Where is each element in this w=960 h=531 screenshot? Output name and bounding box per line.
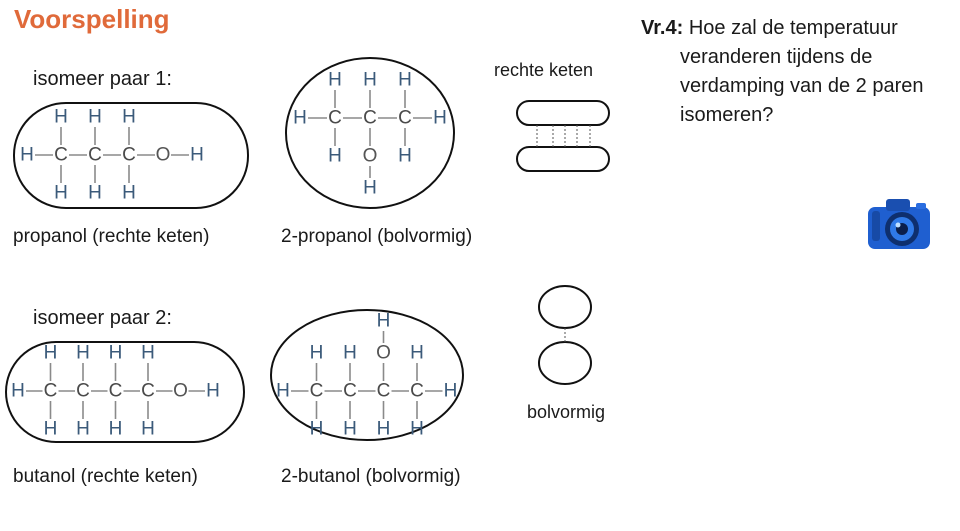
question-line-1: Hoe zal de temperatuur <box>683 17 898 39</box>
2-propanol-outline <box>285 57 455 209</box>
hydrogen-atom: H <box>293 108 307 129</box>
straight-model-top <box>516 100 610 126</box>
butanol-caption: butanol (rechte keten) <box>13 466 198 487</box>
carbon-atom: C <box>54 145 68 166</box>
hydrogen-atom: H <box>343 419 357 440</box>
hydrogen-atom: H <box>377 419 391 440</box>
pair1-label: isomeer paar 1: <box>33 68 172 90</box>
round-model-bottom <box>538 341 592 385</box>
hydrogen-atom: H <box>109 343 123 364</box>
question-prefix: Vr.4: <box>641 17 684 39</box>
hydrogen-atom: H <box>76 419 90 440</box>
hydrogen-atom: H <box>11 381 25 402</box>
carbon-atom: C <box>88 145 102 166</box>
butanol-outline <box>5 341 245 443</box>
question-line-3: verdamping van de 2 paren <box>680 75 924 97</box>
hydrogen-atom: H <box>310 419 324 440</box>
hydrogen-atom: H <box>122 107 136 128</box>
hydrogen-atom: H <box>343 343 357 364</box>
carbon-atom: C <box>310 381 324 402</box>
carbon-atom: C <box>398 108 412 129</box>
hydrogen-atom: H <box>109 419 123 440</box>
2-propanol-caption: 2-propanol (bolvormig) <box>281 226 473 247</box>
straight-chain-label: rechte keten <box>494 60 594 80</box>
hydrogen-atom: H <box>44 419 58 440</box>
hydrogen-atom: H <box>310 343 324 364</box>
carbon-atom: C <box>44 381 58 402</box>
hydrogen-atom: H <box>398 146 412 167</box>
carbon-atom: C <box>328 108 342 129</box>
hydrogen-atom: H <box>328 70 342 91</box>
page-title: Voorspelling <box>14 4 170 34</box>
hydrogen-atom: H <box>276 381 290 402</box>
carbon-atom: C <box>76 381 90 402</box>
oxygen-atom: O <box>173 381 188 402</box>
round-shape-label: bolvormig <box>527 402 606 422</box>
round-model-top <box>538 285 592 329</box>
hydrogen-atom: H <box>88 107 102 128</box>
hydrogen-atom: H <box>141 419 155 440</box>
question-text: Vr.4: Hoe zal de temperatuur veranderen … <box>641 14 956 130</box>
propanol-caption: propanol (rechte keten) <box>13 226 210 247</box>
hydrogen-atom: H <box>363 178 377 199</box>
carbon-atom: C <box>363 108 377 129</box>
hydrogen-atom: H <box>88 183 102 204</box>
hydrogen-atom: H <box>54 183 68 204</box>
question-line-4: isomeren? <box>680 104 774 126</box>
hydrogen-atom: H <box>410 419 424 440</box>
carbon-atom: C <box>122 145 136 166</box>
camera-icon <box>868 199 930 249</box>
2-butanol-caption: 2-butanol (bolvormig) <box>281 466 461 487</box>
hydrogen-atom: H <box>363 70 377 91</box>
hydrogen-atom: H <box>206 381 220 402</box>
carbon-atom: C <box>343 381 357 402</box>
straight-chain-model <box>516 100 610 172</box>
hydrogen-atom: H <box>122 183 136 204</box>
hydrogen-atom: H <box>328 146 342 167</box>
question-line-2: veranderen tijdens de <box>680 46 873 68</box>
hydrogen-atom: H <box>433 108 447 129</box>
hydrogen-atom: H <box>377 311 391 332</box>
2-butanol-outline <box>270 309 464 441</box>
hydrogen-atom: H <box>190 145 204 166</box>
pair2-label: isomeer paar 2: <box>33 307 172 329</box>
hydrogen-atom: H <box>76 343 90 364</box>
hydrogen-atom: H <box>141 343 155 364</box>
oxygen-atom: O <box>363 146 378 167</box>
hydrogen-atom: H <box>44 343 58 364</box>
carbon-atom: C <box>109 381 123 402</box>
hydrogen-atom: H <box>444 381 458 402</box>
hydrogen-atom: H <box>398 70 412 91</box>
straight-model-bottom <box>516 146 610 172</box>
carbon-atom: C <box>410 381 424 402</box>
oxygen-atom: O <box>156 145 171 166</box>
hydrogen-atom: H <box>410 343 424 364</box>
oxygen-atom: O <box>376 343 391 364</box>
round-model <box>538 285 592 385</box>
hydrogen-atom: H <box>54 107 68 128</box>
carbon-atom: C <box>377 381 391 402</box>
propanol-outline <box>13 102 249 209</box>
carbon-atom: C <box>141 381 155 402</box>
hydrogen-atom: H <box>20 145 34 166</box>
